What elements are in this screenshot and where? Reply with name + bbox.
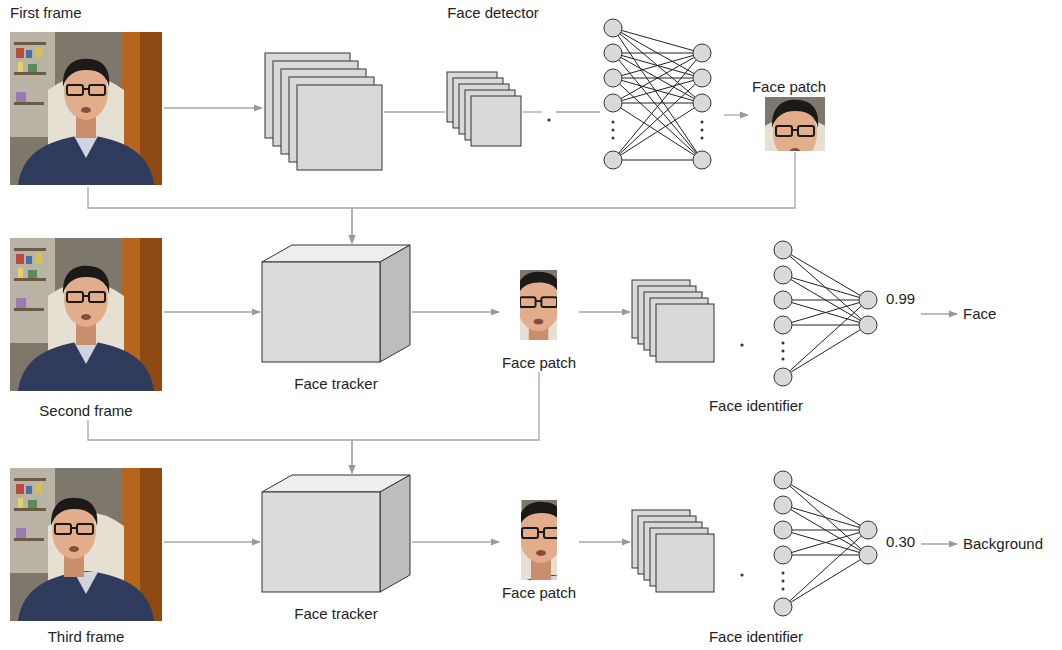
face-detector: Face detector	[262, 4, 724, 176]
face-tracker: Face tracker	[260, 243, 412, 393]
node-label: Third frame	[8, 628, 164, 646]
score-label: 0.30	[886, 533, 915, 551]
connector	[164, 541, 260, 542]
node-label: Face identifier	[630, 397, 882, 415]
face-patch: Face patch	[499, 268, 579, 372]
connector	[88, 420, 352, 473]
video-frame: Second frame	[8, 236, 164, 420]
face-patch: Face patch	[748, 78, 830, 152]
node-label: Face detector	[262, 4, 724, 22]
connector	[352, 372, 539, 473]
node-label: Face identifier	[630, 628, 882, 646]
connector	[88, 187, 352, 243]
node-label: Face tracker	[260, 375, 412, 393]
connector	[352, 152, 795, 243]
node-label: Face patch	[499, 354, 579, 372]
face-tracker: Face tracker	[260, 473, 412, 623]
connector	[724, 114, 748, 115]
connector	[164, 107, 262, 108]
class-label: Background	[963, 535, 1043, 553]
video-frame: First frame	[8, 4, 164, 187]
class-label: Face	[963, 305, 996, 323]
face-patch: Face patch	[499, 498, 579, 602]
node-label: Face tracker	[260, 605, 412, 623]
node-label: Face patch	[499, 584, 579, 602]
score-label: 0.99	[886, 290, 915, 308]
connector	[579, 541, 630, 542]
video-frame: Third frame	[8, 466, 164, 646]
connector	[579, 311, 630, 312]
connector	[164, 311, 260, 312]
face-identifier: Face identifier	[630, 473, 882, 646]
face-identifier: Face identifier	[630, 243, 882, 415]
connector	[412, 541, 499, 542]
connector	[412, 311, 499, 312]
node-label: Face patch	[748, 78, 830, 96]
node-label: First frame	[8, 4, 166, 22]
node-label: Second frame	[8, 402, 164, 420]
